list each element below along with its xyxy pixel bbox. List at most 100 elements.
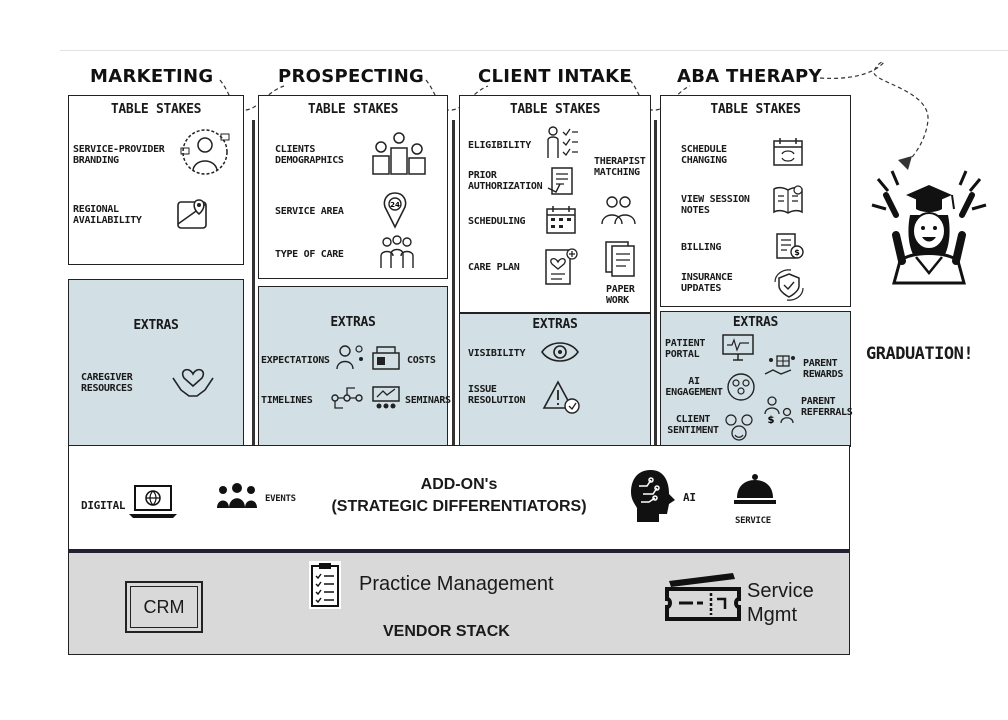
stage-client-intake: CLIENT INTAKE [478, 66, 632, 87]
addons-title-line1: ADD-ON's [420, 476, 498, 493]
client-sentiment: CLIENT SENTIMENT [667, 414, 719, 436]
practice-management-label: Practice Management [359, 573, 554, 595]
care-plan: CARE PLAN [468, 262, 520, 273]
paper-work: PAPER WORK [606, 284, 635, 306]
addon-events: EVENTS [265, 494, 296, 504]
table-stakes-title: TABLE STAKES [110, 102, 202, 117]
schedule-changing: SCHEDULE CHANGING [681, 144, 727, 166]
authorization-doc-icon [547, 167, 573, 195]
service-area: SERVICE AREA [275, 206, 344, 217]
table-stakes-title: TABLE STAKES [710, 102, 801, 117]
view-session-notes: VIEW SESSION NOTES [681, 194, 750, 216]
scheduling: SCHEDULING [468, 216, 526, 227]
ai-brain-head-icon [631, 470, 675, 522]
service-cloche-icon [734, 474, 776, 504]
calendar-icon [546, 206, 576, 234]
parent-referrals: PARENT REFERRALS [801, 396, 853, 418]
addons-title: ADD-ON's (STRATEGIC DIFFERENTIATORS) [299, 474, 619, 518]
marketing-table-stakes: TABLE STAKES SERVICE-PROVIDER BRANDING R… [68, 95, 244, 265]
therapist-match-icon [601, 196, 636, 225]
client-intake-extras: EXTRAS VISIBILITY ISSUE RESOLUTION [459, 313, 651, 447]
demographics-podium-icon [372, 132, 426, 175]
billing: BILLING [681, 242, 722, 253]
location-24-icon: 24 [383, 192, 407, 229]
top-rule [60, 50, 1008, 51]
eye-icon [541, 342, 579, 362]
visibility: VISIBILITY [468, 348, 526, 359]
graduation-label: GRADUATION! [866, 344, 974, 364]
expectations-icon [336, 345, 363, 370]
aba-therapy-extras: EXTRAS PATIENT PORTAL PARENT REWARDS AI … [660, 311, 853, 447]
column-divider [654, 120, 657, 448]
issue-resolution: ISSUE RESOLUTION [468, 384, 526, 406]
client-intake-table-stakes: TABLE STAKES ELIGIBILITY PRIOR AUTHORIZA… [459, 95, 651, 313]
service-mgmt-label: Service Mgmt [747, 579, 814, 627]
addon-ai: AI [683, 491, 696, 504]
stage-prospecting: PROSPECTING [278, 66, 425, 87]
clipboard-checklist-icon [309, 561, 341, 609]
costs-icon [372, 346, 400, 370]
regional-availability: REGIONAL AVAILABILITY [73, 204, 142, 226]
marketing-extras: EXTRAS CAREGIVER RESOURCES [68, 279, 244, 447]
prior-authorization: PRIOR AUTHORIZATION [468, 170, 543, 192]
eligibility-checklist-icon [547, 126, 578, 158]
crm-inner: CRM [130, 586, 198, 628]
column-divider [452, 120, 455, 448]
vendor-stack-title: VENDOR STACK [383, 623, 510, 640]
extras-title: EXTRAS [532, 317, 578, 332]
sentiment-faces-icon [725, 414, 753, 441]
costs: COSTS [407, 355, 436, 366]
prospecting-extras: EXTRAS EXPECTATIONS COSTS TIMELINES SEMI… [258, 286, 451, 447]
notes-book-icon [773, 185, 803, 214]
addon-service: SERVICE [735, 516, 771, 526]
ai-engagement: AI ENGAGEMENT [665, 376, 723, 398]
seminars: SEMINARS [405, 395, 451, 406]
bill-icon: $ [776, 233, 804, 259]
svg-text:24: 24 [390, 201, 400, 209]
extras-title: EXTRAS [732, 315, 779, 330]
addons-strip: DIGITAL EVENTS ADD-ON's (STRATEGIC DIFFE… [68, 445, 850, 550]
timeline-icon [331, 387, 363, 409]
parent-rewards-icon [764, 355, 795, 375]
referral-icon: $ [764, 396, 794, 424]
column-divider [252, 120, 255, 448]
extras-title: EXTRAS [133, 318, 179, 333]
extras-title: EXTRAS [330, 315, 376, 330]
service-provider-branding: SERVICE-PROVIDER BRANDING [73, 144, 165, 166]
therapist-matching: THERAPIST MATCHING [594, 156, 646, 178]
caregiver-resources: CAREGIVER RESOURCES [81, 372, 133, 394]
care-plan-icon [545, 248, 578, 285]
addon-digital: DIGITAL [81, 499, 126, 512]
laptop-globe-icon [129, 485, 177, 518]
portal-monitor-icon [722, 334, 754, 361]
vendor-stack: CRM Practice Management VENDOR STACK Ser… [68, 550, 850, 655]
aba-therapy-table-stakes: TABLE STAKES SCHEDULE CHANGING VIEW SESS… [660, 95, 851, 307]
timelines: TIMELINES [261, 395, 313, 406]
table-stakes-title: TABLE STAKES [307, 102, 399, 117]
crm-box: CRM [125, 581, 203, 633]
service-mgmt-line2: Mgmt [747, 604, 797, 626]
calendar-sync-icon [773, 138, 803, 166]
eligibility: ELIGIBILITY [468, 140, 531, 151]
table-stakes-title: TABLE STAKES [509, 102, 601, 117]
branding-icon [180, 129, 230, 175]
insurance-shield-icon [774, 269, 804, 301]
ai-engagement-people-icon [727, 373, 755, 401]
stage-marketing: MARKETING [90, 66, 214, 87]
addons-title-line2: (STRATEGIC DIFFERENTIATORS) [331, 498, 587, 515]
expectations: EXPECTATIONS [261, 355, 330, 366]
care-group-icon [380, 235, 414, 268]
map-pin-icon [177, 199, 207, 229]
stage-aba-therapy: ABA THERAPY [677, 66, 822, 87]
graduate-celebration-icon [871, 170, 987, 285]
svg-text:$: $ [768, 415, 775, 424]
service-mgmt-line1: Service [747, 580, 814, 602]
patient-portal: PATIENT PORTAL [665, 338, 706, 360]
clients-demographics: CLIENTS DEMOGRAPHICS [275, 144, 344, 166]
crm-label: CRM [143, 596, 185, 617]
insurance-updates: INSURANCE UPDATES [681, 272, 733, 294]
caring-hands-icon [172, 368, 214, 397]
warning-resolution-icon [542, 380, 580, 414]
type-of-care: TYPE OF CARE [275, 249, 344, 260]
service-ticket-icon [665, 573, 741, 621]
